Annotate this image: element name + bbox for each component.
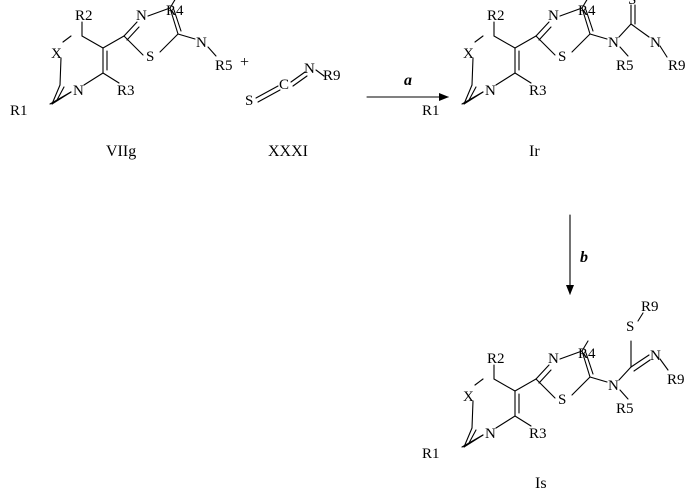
label-r4: R4 [578, 3, 596, 19]
label-n-pyridine: N [485, 426, 496, 442]
label-r2: R2 [487, 351, 505, 367]
label-n: N [304, 61, 315, 77]
label-x: X [463, 46, 474, 62]
product-ir: R2 X R1 N R3 N S R4 N R5 S N R9 Ir [422, 0, 686, 160]
step-label-a: a [404, 72, 412, 89]
label-r2: R2 [487, 8, 505, 24]
label-r9: R9 [668, 58, 686, 74]
label-s-thio: S [628, 0, 636, 8]
label-s-thiazole: S [146, 49, 154, 65]
label-x: X [51, 46, 62, 62]
label-r5: R5 [616, 58, 634, 74]
compound-name-viig: VIIg [106, 143, 136, 160]
label-r1: R1 [422, 103, 440, 119]
label-r2: R2 [75, 8, 93, 24]
compound-name-xxxi: XXXI [268, 143, 308, 160]
label-r3: R3 [529, 426, 547, 442]
label-s-thiazole: S [558, 392, 566, 408]
label-n-imine: N [650, 348, 661, 364]
label-n-thiazole: N [548, 8, 559, 24]
label-r3: R3 [117, 83, 135, 99]
label-n-thiazole: N [548, 351, 559, 367]
label-n-amine: N [196, 35, 207, 51]
product-is: R2 X R1 N R3 N S R4 N R5 S R9 N R9 Is [422, 299, 685, 492]
label-r1: R1 [422, 446, 440, 462]
label-r5: R5 [215, 58, 233, 74]
label-s-thiazole: S [558, 49, 566, 65]
label-c: C [279, 77, 289, 93]
label-r9-s: R9 [641, 299, 659, 315]
label-r1: R1 [10, 103, 28, 119]
label-s-thio: S [626, 319, 634, 335]
label-r4: R4 [578, 346, 596, 362]
label-r3: R3 [529, 83, 547, 99]
label-r9: R9 [323, 68, 341, 84]
label-r9-n: R9 [667, 372, 685, 388]
label-s: S [245, 93, 253, 109]
label-r4: R4 [166, 3, 184, 19]
compound-name-is: Is [535, 475, 547, 492]
plus-sign: + [240, 54, 249, 71]
label-n-thio: N [650, 35, 661, 51]
label-n-thiazole: N [136, 8, 147, 24]
compound-name-ir: Ir [529, 143, 540, 160]
label-n-amine: N [608, 378, 619, 394]
reactant-viig: R2 X R1 N R3 N S R4 N R5 VIIg [10, 0, 233, 160]
step-label-b: b [580, 249, 588, 266]
label-n-pyridine: N [485, 83, 496, 99]
pyridine-ring-bonds [50, 22, 124, 104]
label-n-pyridine: N [73, 83, 84, 99]
label-n-amine: N [608, 35, 619, 51]
label-r5: R5 [616, 401, 634, 417]
label-x: X [463, 389, 474, 405]
reactant-xxxi: S C N R9 XXXI [245, 61, 341, 160]
